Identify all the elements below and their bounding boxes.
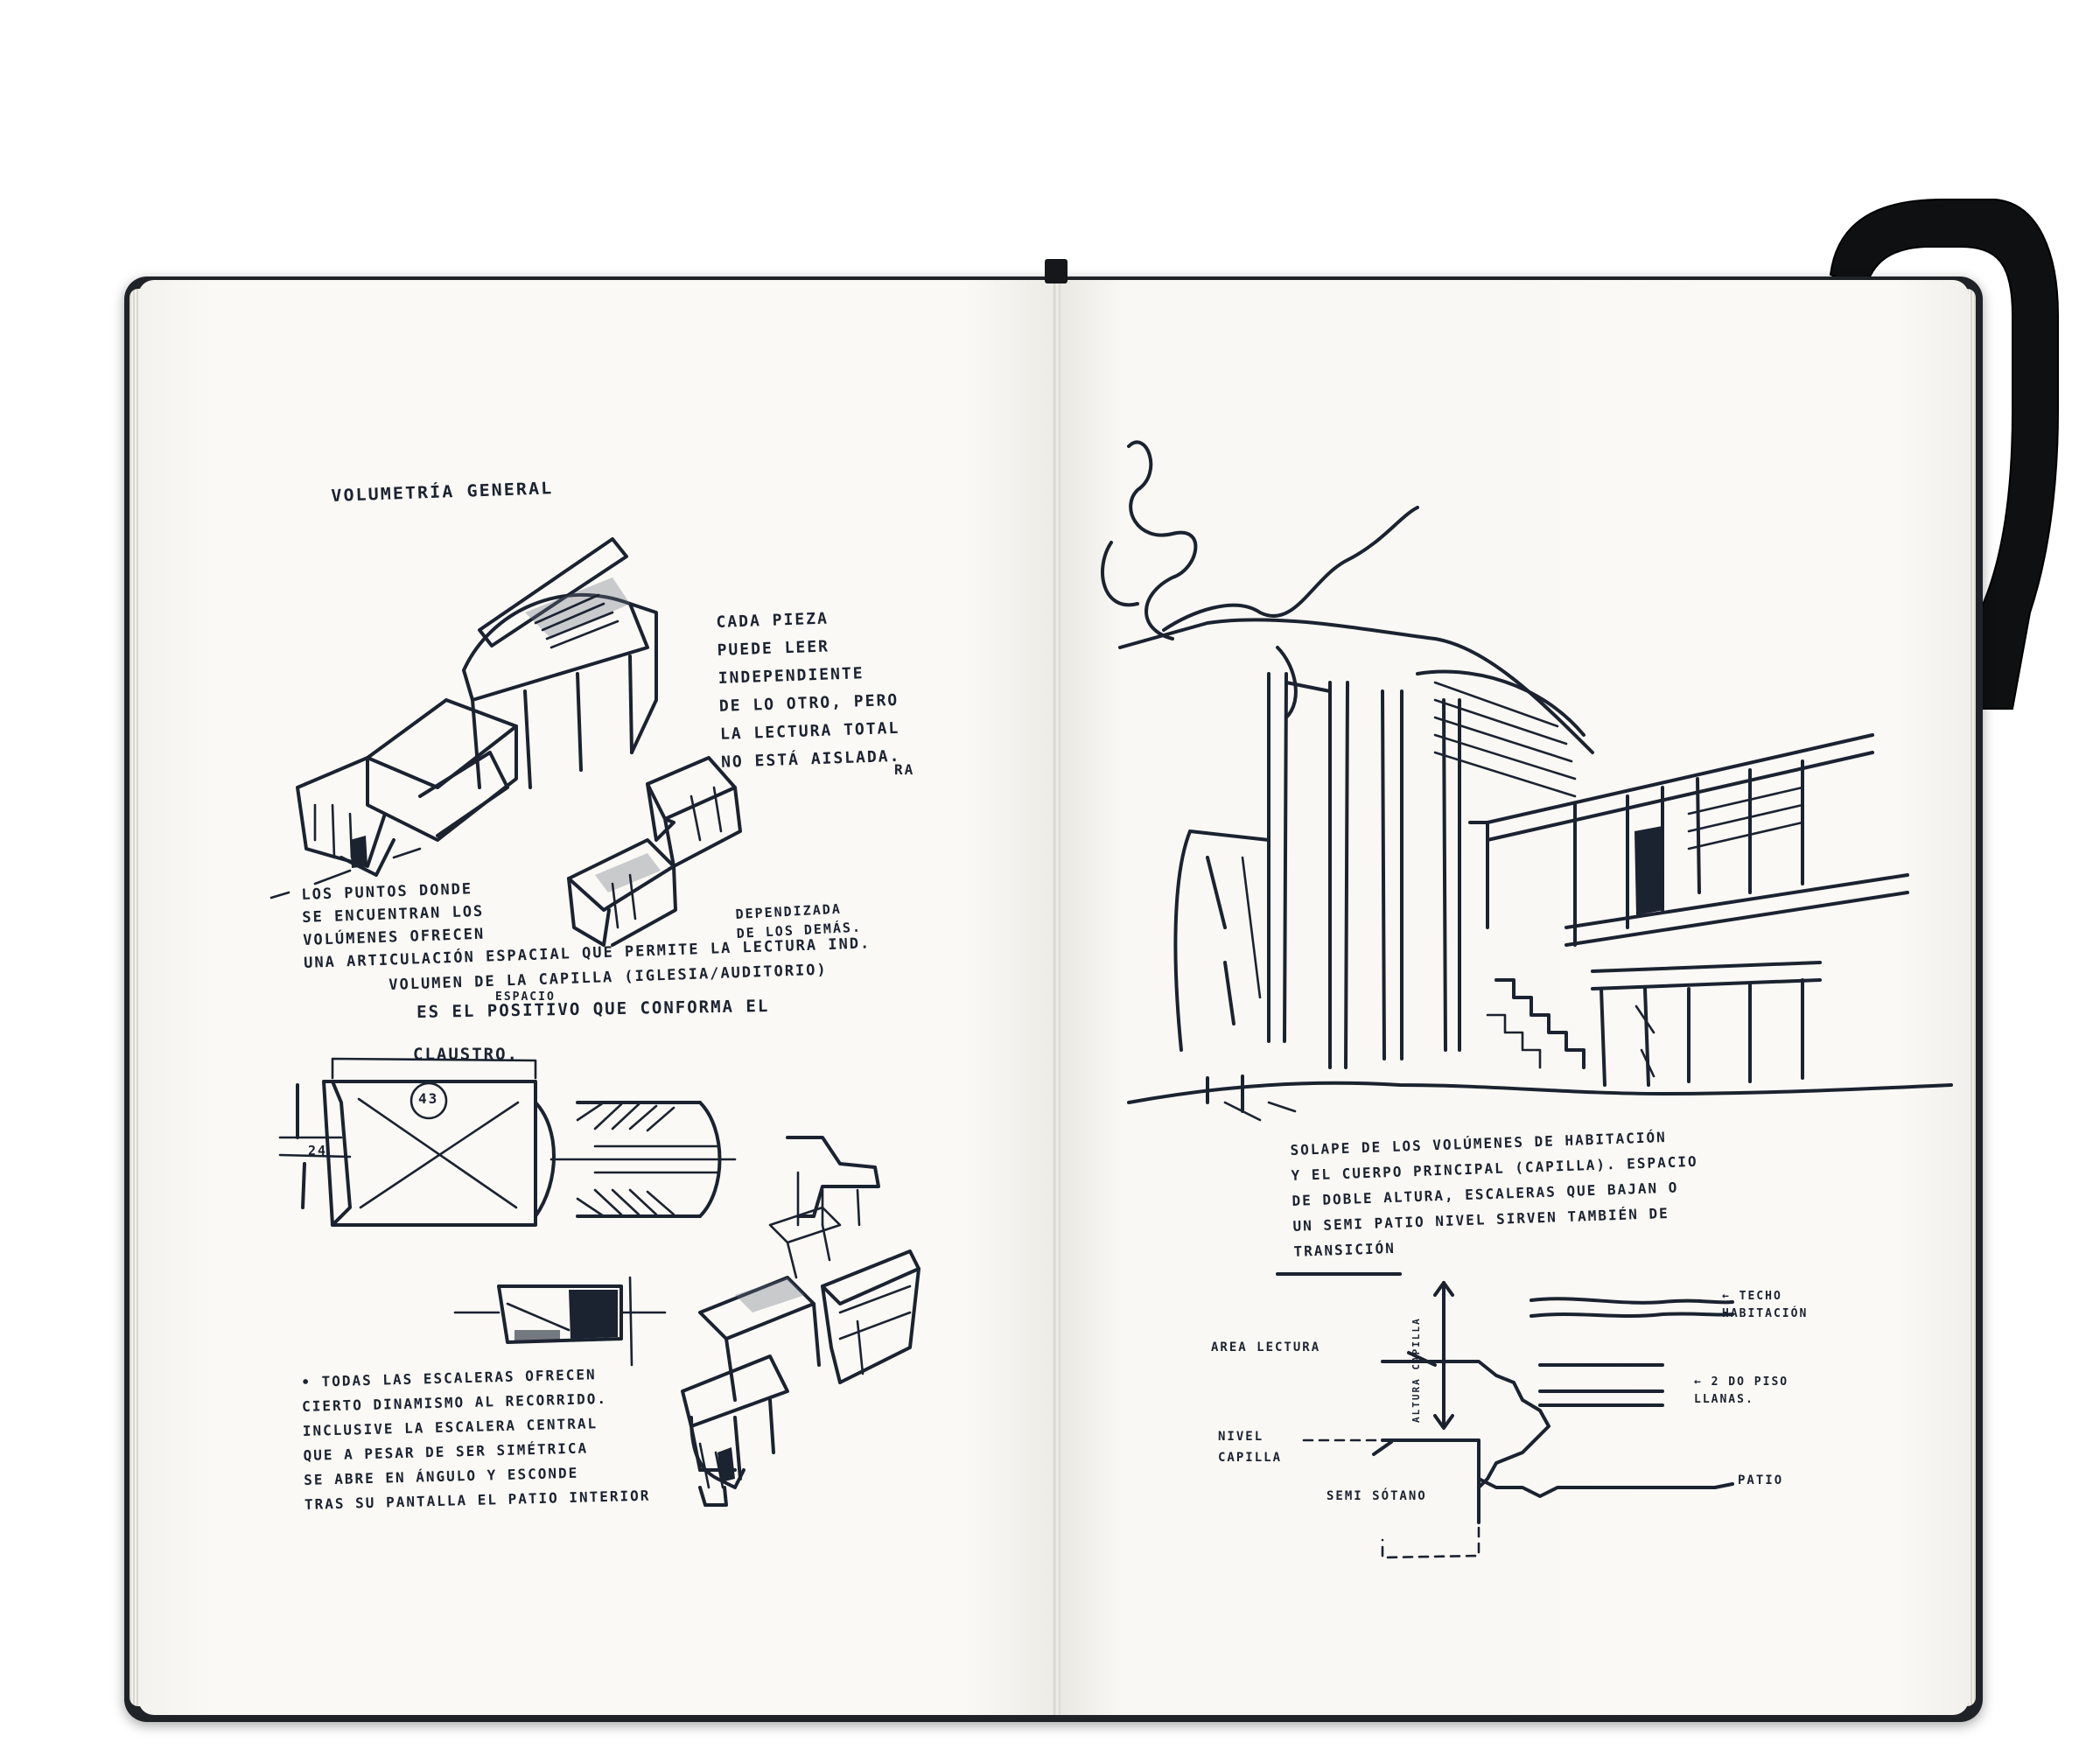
label-semi: SEMI SÓTANO bbox=[1326, 1489, 1427, 1503]
interior-perspective-sketch bbox=[1101, 440, 1953, 1122]
label-patio: PATIO bbox=[1738, 1474, 1784, 1488]
note-claustro: CLAUSTRO. bbox=[413, 1045, 519, 1064]
lower-axonometric-sketch bbox=[681, 1206, 920, 1507]
plan-side-label: 24 bbox=[308, 1143, 328, 1158]
label-dos-pisos: ← 2 DO PISO LLANAS. bbox=[1694, 1376, 1789, 1406]
note-dependizada: DEPENDIZADA DE LOS DEMÁS. bbox=[735, 900, 863, 942]
label-techo: ← TECHO HABITACIÓN bbox=[1722, 1290, 1809, 1320]
note-todas: • TODAS LAS ESCALERAS OFRECEN CIERTO DIN… bbox=[301, 1366, 651, 1513]
note-cada-pieza: CADA PIEZA PUEDE LEER INDEPENDIENTE DE L… bbox=[716, 609, 901, 772]
note-initials: RA bbox=[894, 761, 915, 778]
label-altura: ALTURA CAPILLA bbox=[1410, 1317, 1422, 1423]
left-page bbox=[138, 280, 1057, 1715]
plan-sketch bbox=[278, 1057, 880, 1367]
book-gutter bbox=[1054, 280, 1060, 1715]
note-espacio: ESPACIO bbox=[495, 990, 556, 1004]
label-area: AREA LECTURA bbox=[1211, 1340, 1321, 1354]
ribbon-bookmark bbox=[1045, 259, 1068, 284]
plan-label: 43 bbox=[418, 1090, 439, 1107]
volumetry-sketch bbox=[270, 537, 742, 947]
section-diagram bbox=[1276, 1272, 1734, 1559]
label-nivel: NIVEL CAPILLA bbox=[1218, 1430, 1283, 1465]
note-solape: SOLAPE DE LOS VOLÚMENES DE HABITACIÓN Y … bbox=[1290, 1128, 1698, 1260]
